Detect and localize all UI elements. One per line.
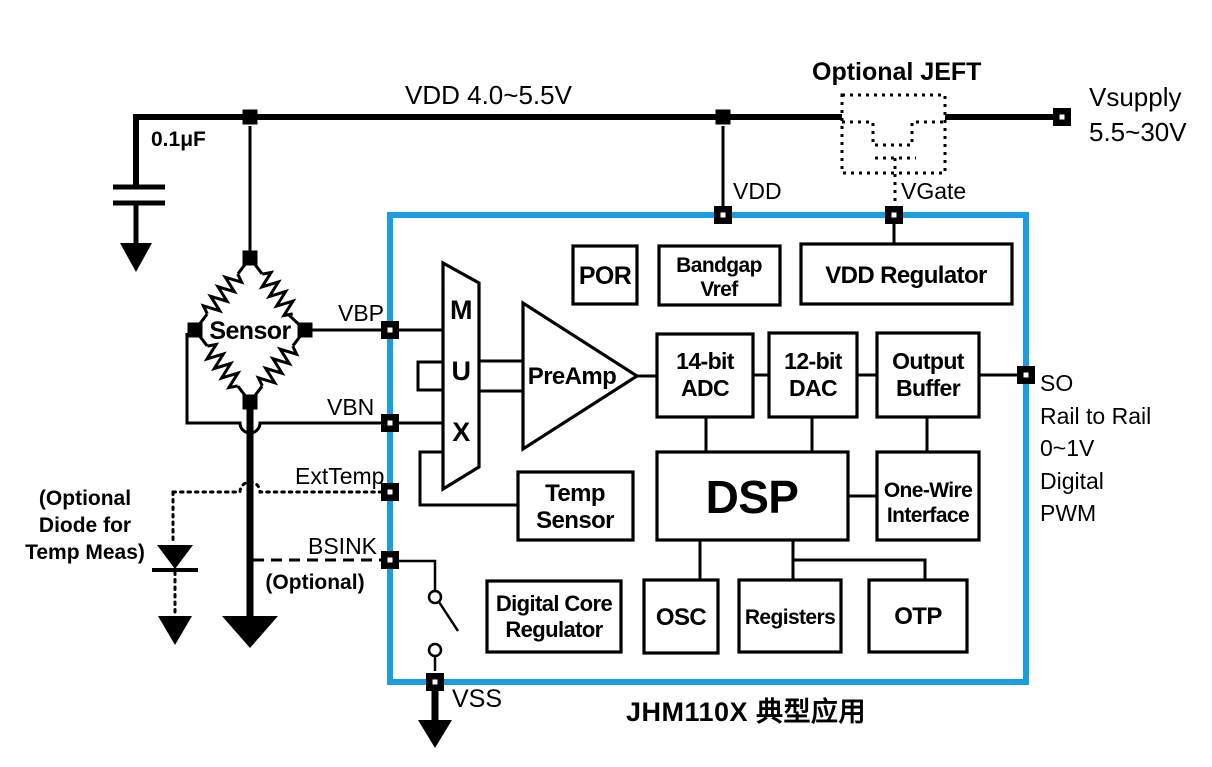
diode-icon	[157, 545, 193, 569]
resistor-icon	[254, 339, 301, 393]
mux-letter: M	[450, 295, 472, 325]
pin-exttemp	[381, 483, 399, 501]
bsink-switch	[399, 559, 460, 671]
one-wire-block: One-Wire Interface	[875, 450, 981, 542]
output-buffer-label: Buffer	[896, 375, 961, 401]
mux-block: M U X	[441, 260, 481, 492]
output-desc: Digital	[1040, 468, 1104, 494]
pin-so	[1017, 366, 1035, 384]
vsupply-label-1: Vsupply	[1089, 82, 1182, 112]
pin-vdd	[714, 206, 732, 224]
adc-block: 14-bit ADC	[655, 332, 755, 419]
one-wire-label: Interface	[887, 504, 969, 527]
vbn-pin-label: VBN	[327, 394, 374, 420]
osc-block: OSC	[642, 578, 720, 655]
temp-sensor-block: Temp Sensor	[516, 470, 635, 542]
vdd-rail	[133, 109, 1054, 255]
digital-core-regulator-label: Regulator	[505, 617, 603, 642]
output-desc: Rail to Rail	[1040, 403, 1151, 429]
por-block: POR	[571, 244, 639, 306]
rail-junction-sensor	[242, 109, 258, 125]
adc-label: 14-bit	[676, 348, 735, 374]
diode-note-1: (Optional	[39, 487, 131, 510]
optional-jfet-label: Optional JEFT	[812, 58, 981, 86]
optional-jfet-icon	[840, 93, 947, 208]
diode-note-3: Temp Meas)	[25, 541, 145, 564]
vdd-rail-label: VDD 4.0~5.5V	[405, 80, 573, 110]
registers-block: Registers	[737, 578, 843, 654]
output-desc: 0~1V	[1040, 435, 1095, 461]
switch-contact	[427, 589, 443, 605]
chip-outline	[387, 212, 1029, 685]
osc-label: OSC	[656, 604, 706, 631]
bandgap-label: Vref	[700, 278, 739, 301]
exttemp-pin-label: ExtTemp	[295, 463, 384, 489]
bandgap-block: Bandgap Vref	[657, 244, 782, 307]
pin-bsink	[381, 551, 399, 569]
preamp-label: PreAmp	[528, 363, 616, 390]
pin-vbn	[381, 414, 399, 432]
digital-core-regulator-block: Digital Core Regulator	[485, 579, 623, 654]
vdd-regulator-block: VDD Regulator	[799, 242, 1014, 306]
bsink-optional-note: (Optional)	[265, 571, 364, 594]
vsupply-terminal	[1053, 108, 1071, 126]
vsupply-label-2: 5.5~30V	[1089, 117, 1187, 147]
diagram-caption: JHM110X 典型应用	[626, 696, 866, 727]
otp-label: OTP	[894, 603, 942, 630]
diode-note-2: Diode for	[39, 514, 131, 537]
capacitor-ground-icon	[120, 243, 152, 272]
dsp-label: DSP	[706, 471, 799, 523]
output-desc: PWM	[1040, 500, 1096, 526]
decoupling-capacitor	[113, 184, 165, 272]
sensor-label: Sensor	[209, 317, 291, 345]
dac-label: DAC	[789, 375, 837, 401]
optional-diode-branch	[152, 480, 383, 645]
dsp-block: DSP	[655, 450, 850, 542]
registers-label: Registers	[745, 606, 835, 629]
pin-vbp	[381, 321, 399, 339]
internal-wires	[416, 224, 1019, 580]
vss-ground-icon	[418, 720, 452, 748]
temp-sensor-label: Sensor	[536, 507, 614, 534]
sensor-bridge: Sensor	[187, 250, 313, 410]
dac-block: 12-bit DAC	[767, 331, 859, 419]
output-buffer-block: Output Buffer	[875, 331, 981, 419]
vss-pin-label: VSS	[452, 685, 502, 713]
digital-core-regulator-label: Digital Core	[496, 591, 613, 616]
one-wire-label: One-Wire	[884, 479, 972, 502]
adc-label: ADC	[681, 375, 729, 401]
por-label: POR	[579, 262, 632, 290]
vdd-pin-label: VDD	[733, 178, 782, 204]
mux-letter: X	[452, 417, 470, 447]
rail-junction-vdd	[715, 109, 731, 125]
temp-sensor-label: Temp	[545, 480, 605, 507]
preamp-block: PreAmp	[521, 300, 640, 452]
resistor-icon	[254, 267, 301, 321]
vgate-pin-label: VGate	[901, 178, 966, 204]
mux-letter: U	[452, 356, 471, 386]
so-pin-label: SO	[1040, 370, 1073, 396]
diode-ground-icon	[158, 616, 192, 645]
dac-label: 12-bit	[784, 348, 843, 374]
pin-vgate	[885, 206, 903, 224]
capacitor-value-label: 0.1μF	[151, 128, 206, 151]
resistor-icon	[199, 339, 246, 393]
bsink-pin-label: BSINK	[308, 533, 378, 559]
vbp-pin-label: VBP	[338, 300, 384, 326]
switch-contact	[427, 642, 443, 658]
vss-ground	[418, 691, 452, 748]
bandgap-label: Bandgap	[676, 254, 762, 277]
otp-block: OTP	[867, 578, 969, 654]
sensor-ground-icon	[222, 616, 278, 648]
output-buffer-label: Output	[892, 348, 965, 374]
pin-vss	[426, 673, 444, 691]
resistor-icon	[199, 267, 246, 321]
sensor-wires	[185, 328, 443, 648]
vdd-regulator-label: VDD Regulator	[825, 262, 987, 289]
